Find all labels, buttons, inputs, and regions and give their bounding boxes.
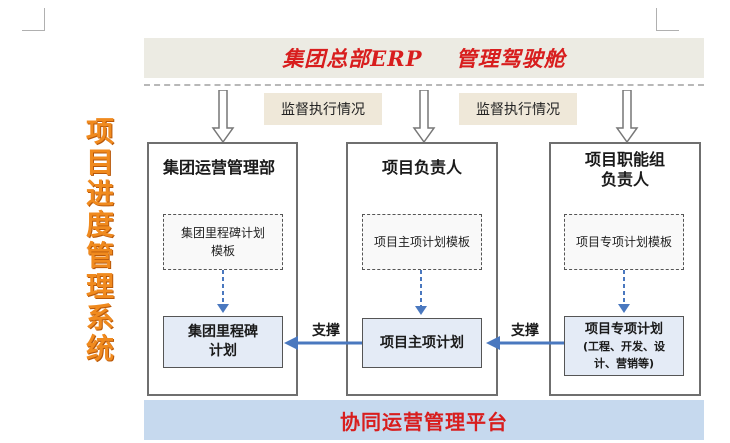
template-box: 集团里程碑计划 模板 bbox=[163, 214, 283, 270]
plan-box: 集团里程碑 计划 bbox=[163, 316, 283, 368]
header-title: 集团总部ERP 管理驾驶舱 bbox=[282, 46, 566, 71]
support-label: 支撑 bbox=[312, 323, 340, 339]
down-arrow-icon bbox=[412, 90, 436, 144]
footer-band: 协同运营管理平台 bbox=[144, 400, 704, 440]
plan-box: 项目专项计划 (工程、开发、设 计、营销等) bbox=[564, 316, 684, 376]
support-label: 支撑 bbox=[511, 323, 539, 339]
plan-box: 项目主项计划 bbox=[362, 318, 482, 368]
template-box: 项目主项计划模板 bbox=[362, 214, 482, 270]
arrowhead-icon bbox=[415, 306, 427, 315]
crop-mark-top-left bbox=[22, 8, 45, 31]
support-arrowhead-icon bbox=[284, 336, 298, 350]
down-arrow-icon bbox=[615, 90, 639, 144]
monitor-label: 监督执行情况 bbox=[264, 93, 382, 125]
plan-detail: (工程、开发、设 计、营销等) bbox=[582, 339, 666, 370]
column-title: 项目职能组 负责人 bbox=[584, 150, 665, 189]
header-band: 集团总部ERP 管理驾驶舱 bbox=[144, 38, 704, 78]
support-arrowhead-icon bbox=[486, 336, 500, 350]
column-project-lead: 项目负责人 项目主项计划模板 项目主项计划 bbox=[346, 142, 498, 396]
crop-mark-top-right bbox=[656, 8, 679, 31]
monitor-label: 监督执行情况 bbox=[459, 93, 577, 125]
column-ops-dept: 集团运营管理部 集团里程碑计划 模板 集团里程碑 计划 bbox=[147, 142, 298, 396]
template-box: 项目专项计划模板 bbox=[564, 214, 684, 270]
divider-dashed bbox=[144, 84, 704, 86]
column-title: 项目负责人 bbox=[381, 158, 462, 177]
footer-title: 协同运营管理平台 bbox=[340, 409, 508, 434]
arrowhead-icon bbox=[618, 304, 630, 313]
column-title: 集团运营管理部 bbox=[163, 158, 276, 177]
side-title: 项目进度管理系统 bbox=[85, 115, 114, 365]
column-function-lead: 项目职能组 负责人 项目专项计划模板 项目专项计划 (工程、开发、设 计、营销等… bbox=[549, 142, 701, 396]
plan-title: 项目专项计划 bbox=[584, 321, 663, 337]
down-arrow-icon bbox=[211, 90, 235, 144]
arrowhead-icon bbox=[217, 304, 229, 313]
